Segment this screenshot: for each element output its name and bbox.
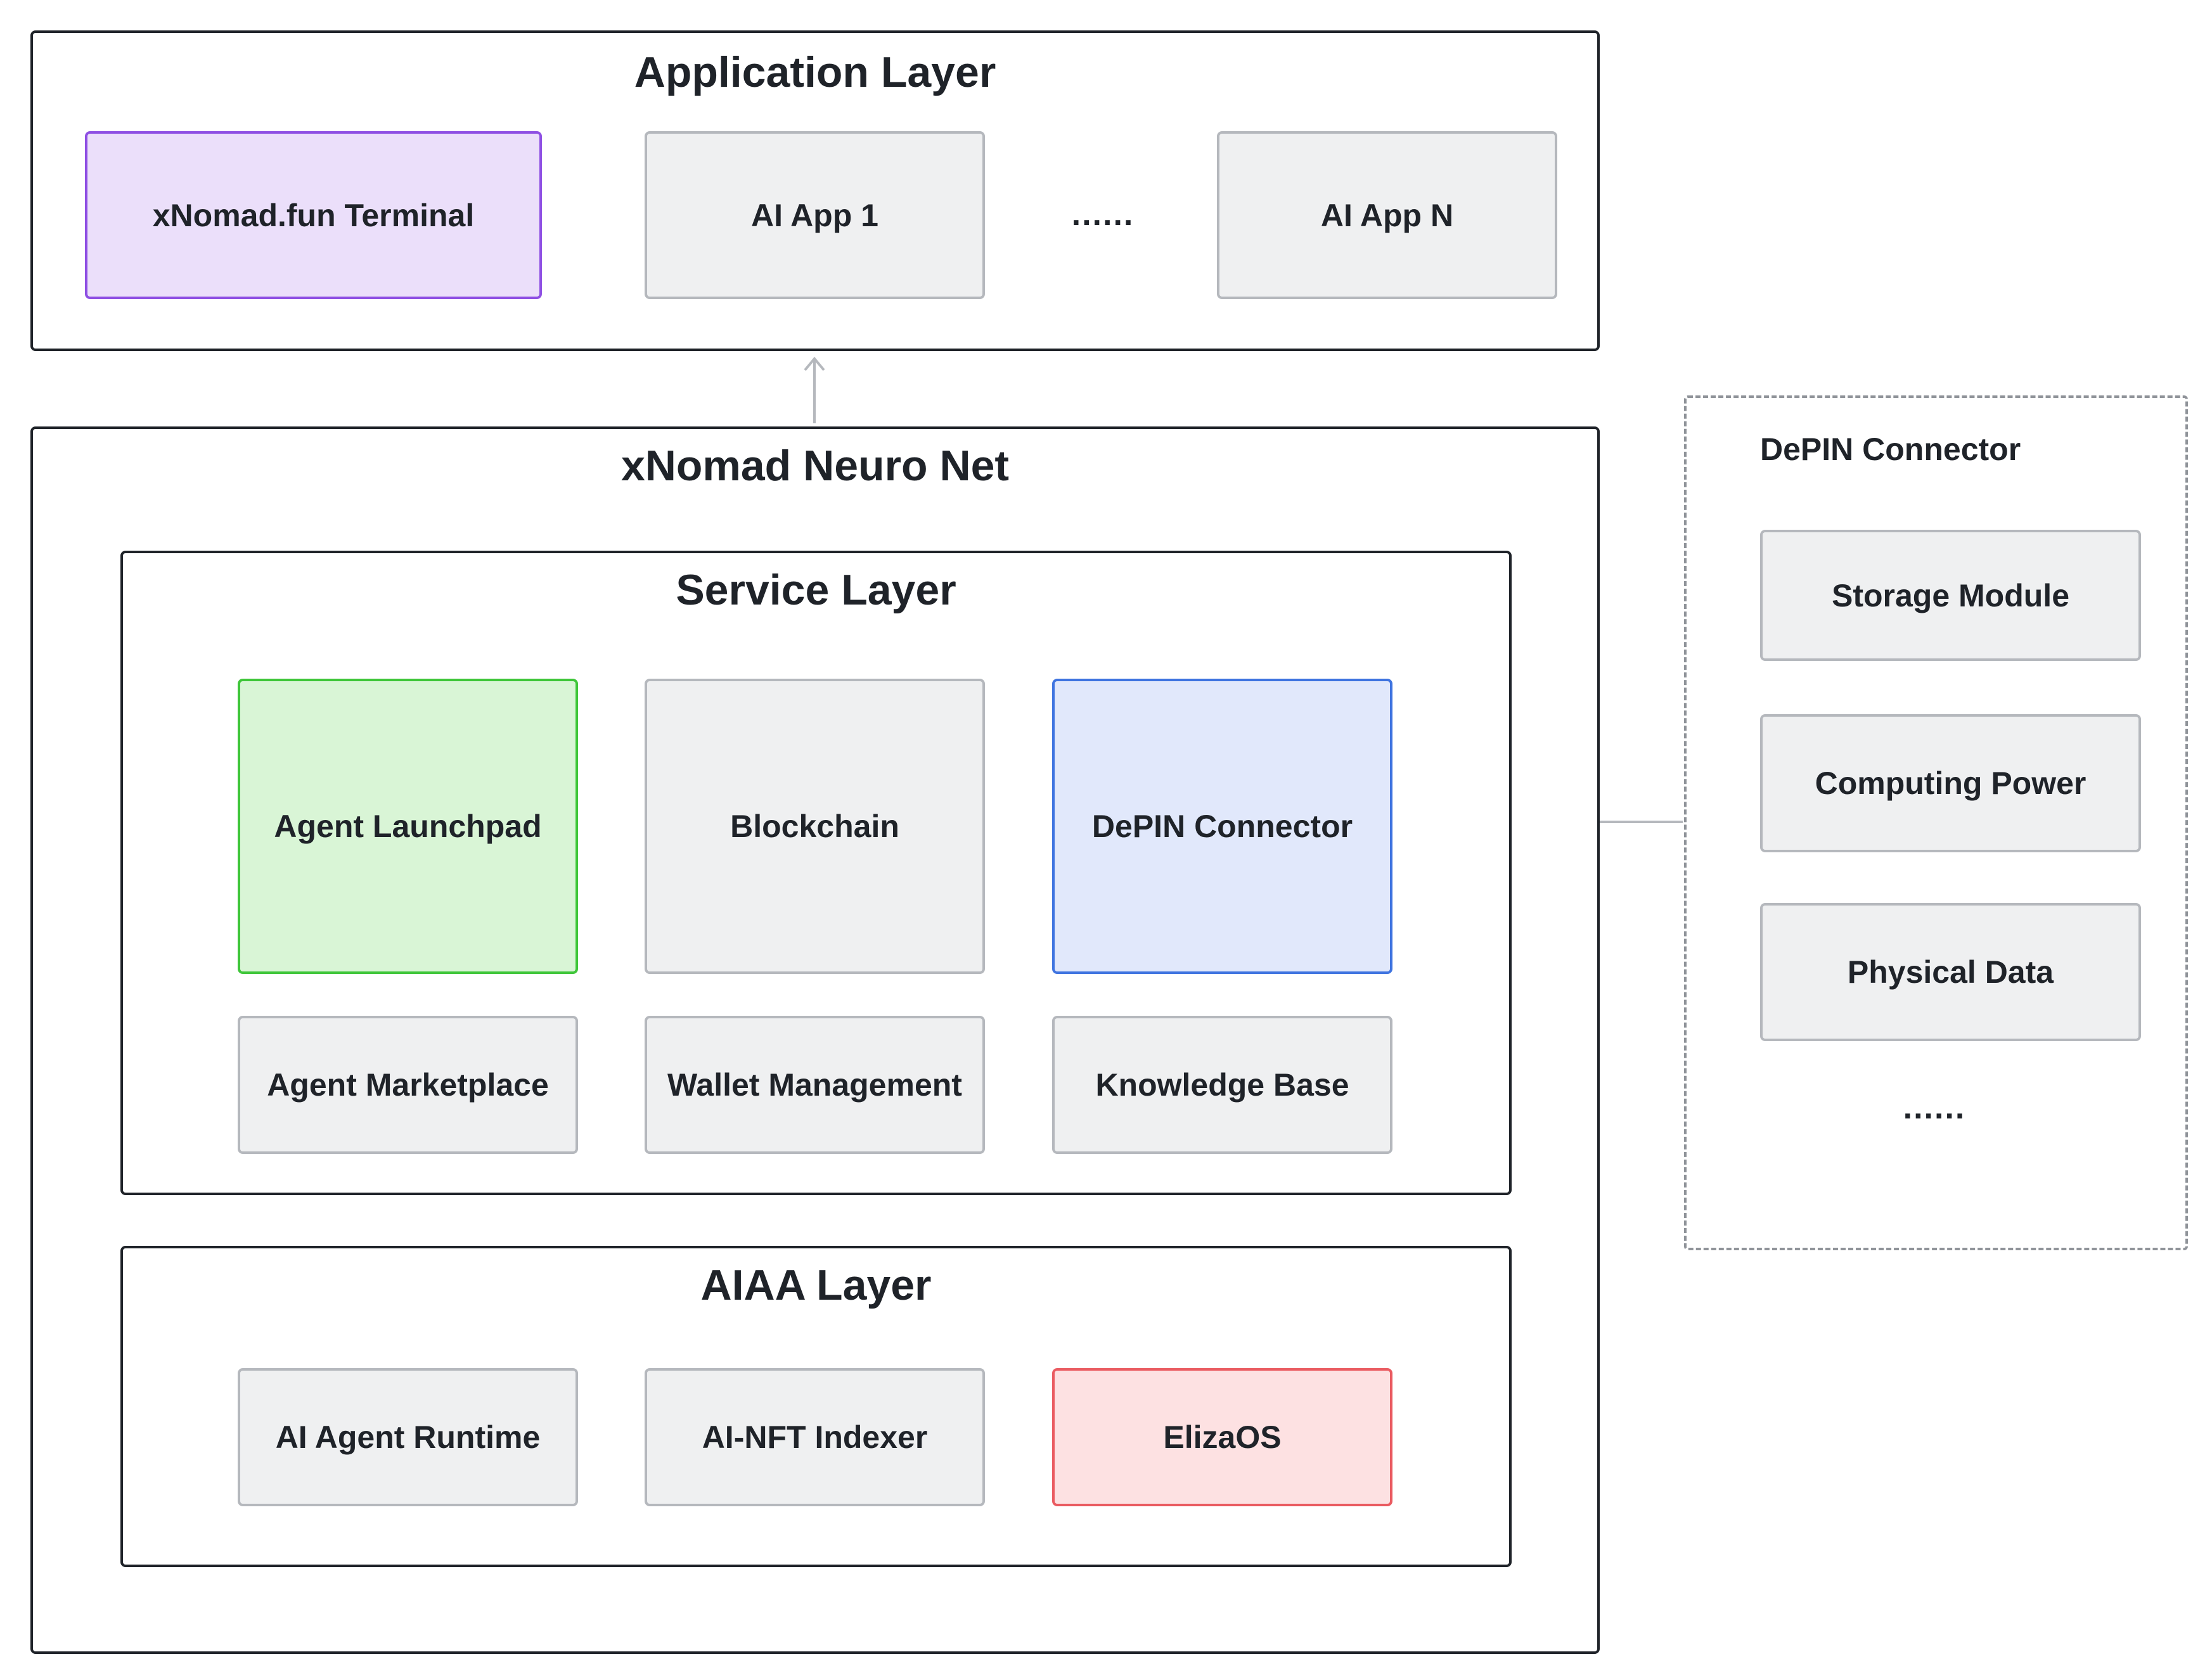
computing-power-box[interactable]: Computing Power [1760, 714, 2141, 852]
aiaa-layer-title: AIAA Layer [700, 1261, 932, 1309]
agent-marketplace-box[interactable]: Agent Marketplace [238, 1016, 578, 1154]
physical-data-box[interactable]: Physical Data [1760, 903, 2141, 1041]
elizaos-box[interactable]: ElizaOS [1052, 1368, 1392, 1506]
ai-app-1-box[interactable]: AI App 1 [645, 131, 985, 299]
ai-agent-runtime-box[interactable]: AI Agent Runtime [238, 1368, 578, 1506]
depin-connector-box[interactable]: DePIN Connector [1052, 679, 1392, 974]
blockchain-box[interactable]: Blockchain [645, 679, 985, 974]
depin-panel-title: DePIN Connector [1760, 432, 2021, 467]
ai-nft-indexer-box[interactable]: AI-NFT Indexer [645, 1368, 985, 1506]
agent-launchpad-box[interactable]: Agent Launchpad [238, 679, 578, 974]
service-layer-title: Service Layer [676, 566, 956, 614]
terminal-box[interactable]: xNomad.fun Terminal [85, 131, 542, 299]
arrow-neuro-to-app-head [804, 356, 825, 371]
application-layer-ellipsis: ...... [1071, 196, 1135, 233]
storage-module-box[interactable]: Storage Module [1760, 530, 2141, 661]
neuro-net-title: xNomad Neuro Net [621, 442, 1010, 490]
depin-panel-ellipsis: ...... [1903, 1089, 1966, 1126]
ai-app-n-box[interactable]: AI App N [1217, 131, 1557, 299]
application-layer-title: Application Layer [634, 48, 996, 96]
wallet-management-box[interactable]: Wallet Management [645, 1016, 985, 1154]
knowledge-base-box[interactable]: Knowledge Base [1052, 1016, 1392, 1154]
